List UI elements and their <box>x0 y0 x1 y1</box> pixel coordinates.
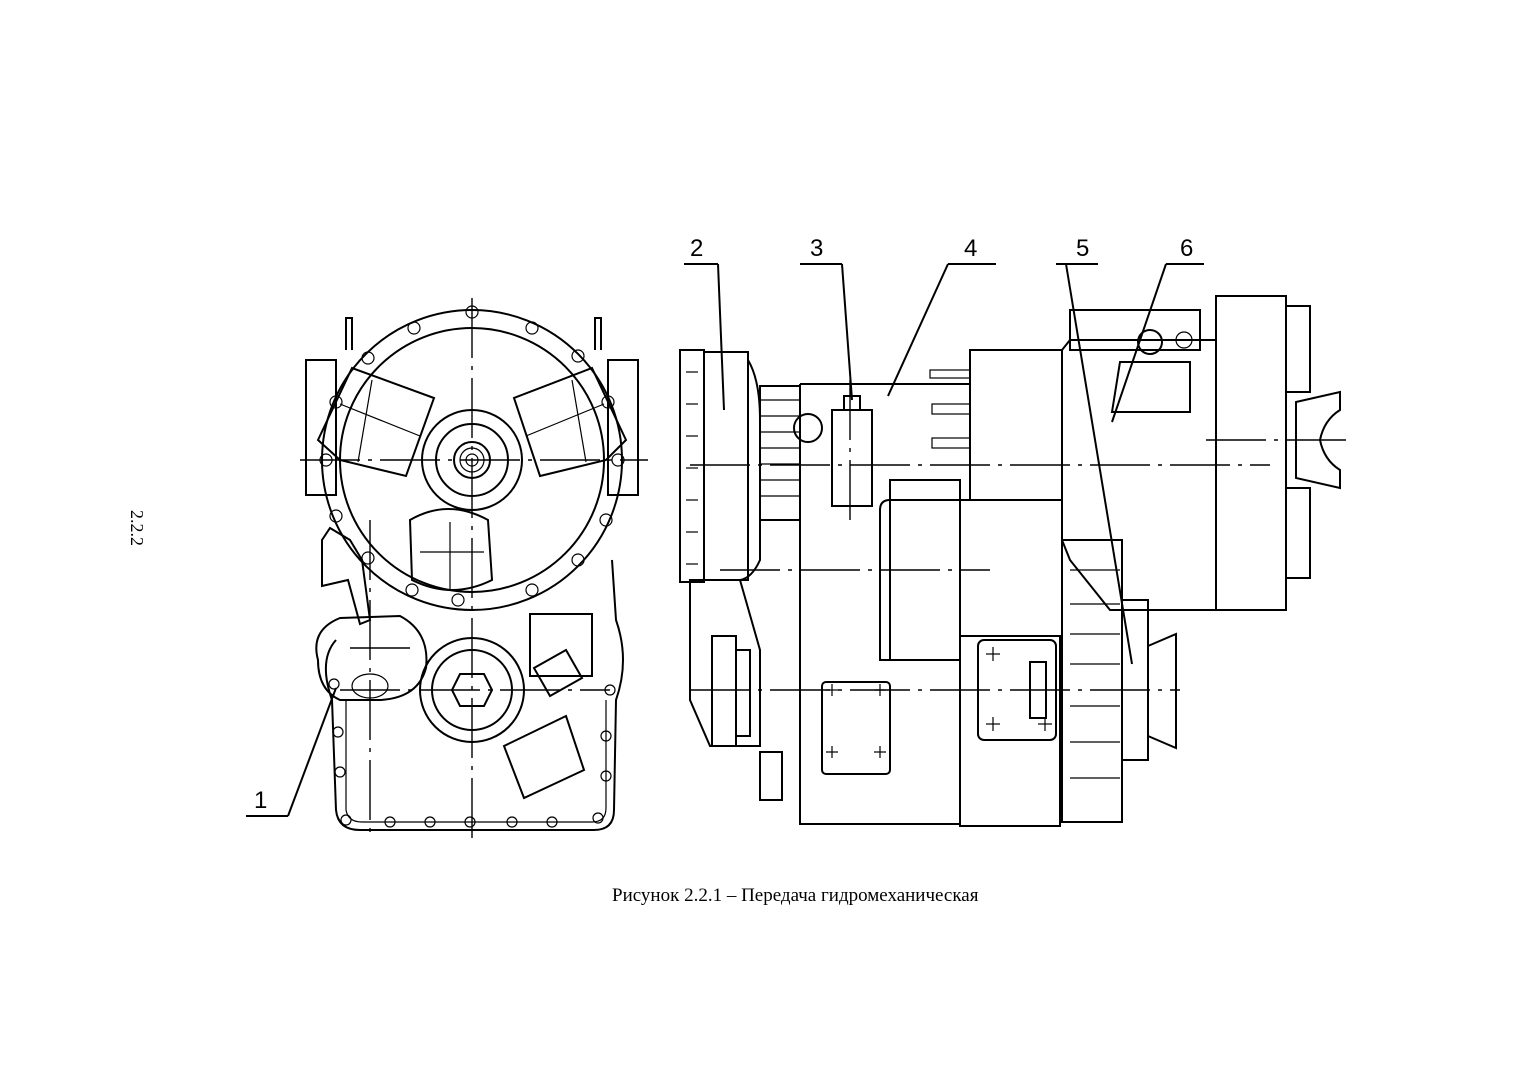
side-view <box>679 295 1350 827</box>
rear-housing <box>1061 339 1217 611</box>
callout-4: 4 <box>887 235 996 397</box>
callout-2: 2 <box>684 235 725 411</box>
rear-cover <box>1215 295 1287 611</box>
clutch-drum <box>969 349 1063 501</box>
svg-text:5: 5 <box>1076 235 1089 262</box>
pump-lobe <box>315 614 428 701</box>
right-lug <box>607 359 639 496</box>
figure-caption: Рисунок 2.2.1 – Передача гидромеханическ… <box>612 885 979 906</box>
lower-housing <box>324 559 624 831</box>
right-stud <box>594 317 602 350</box>
left-cylinder <box>316 366 436 478</box>
inspection-cover <box>821 681 891 775</box>
lower-rear-ribs <box>1061 539 1123 823</box>
sensor-body <box>831 409 873 507</box>
lower-right-box <box>529 613 593 677</box>
middle-cover <box>408 508 494 591</box>
lower-right-cylinder <box>502 714 586 800</box>
callout-3: 3 <box>800 235 853 401</box>
output-flange-lower <box>1147 632 1177 750</box>
callouts: 1 2 3 4 5 6 <box>246 235 1204 817</box>
right-cylinder <box>512 366 628 478</box>
left-lug <box>305 359 337 496</box>
front-flange <box>679 349 705 583</box>
lower-case <box>959 635 1061 827</box>
svg-text:2: 2 <box>690 235 703 262</box>
svg-text:1: 1 <box>254 787 267 814</box>
svg-text:3: 3 <box>810 235 823 262</box>
svg-text:6: 6 <box>1180 235 1193 262</box>
front-view <box>300 298 648 840</box>
ribbed-section <box>759 385 801 521</box>
left-stud <box>345 317 353 350</box>
mount-bracket <box>1110 361 1191 413</box>
lower-bolts <box>328 678 616 828</box>
lower-front-block <box>689 579 761 747</box>
callout-5: 5 <box>1056 235 1133 665</box>
upper-bolts <box>319 305 625 607</box>
svg-text:4: 4 <box>964 235 977 262</box>
main-housing <box>799 383 971 825</box>
callout-1: 1 <box>246 687 337 817</box>
callout-6: 6 <box>1111 235 1204 423</box>
